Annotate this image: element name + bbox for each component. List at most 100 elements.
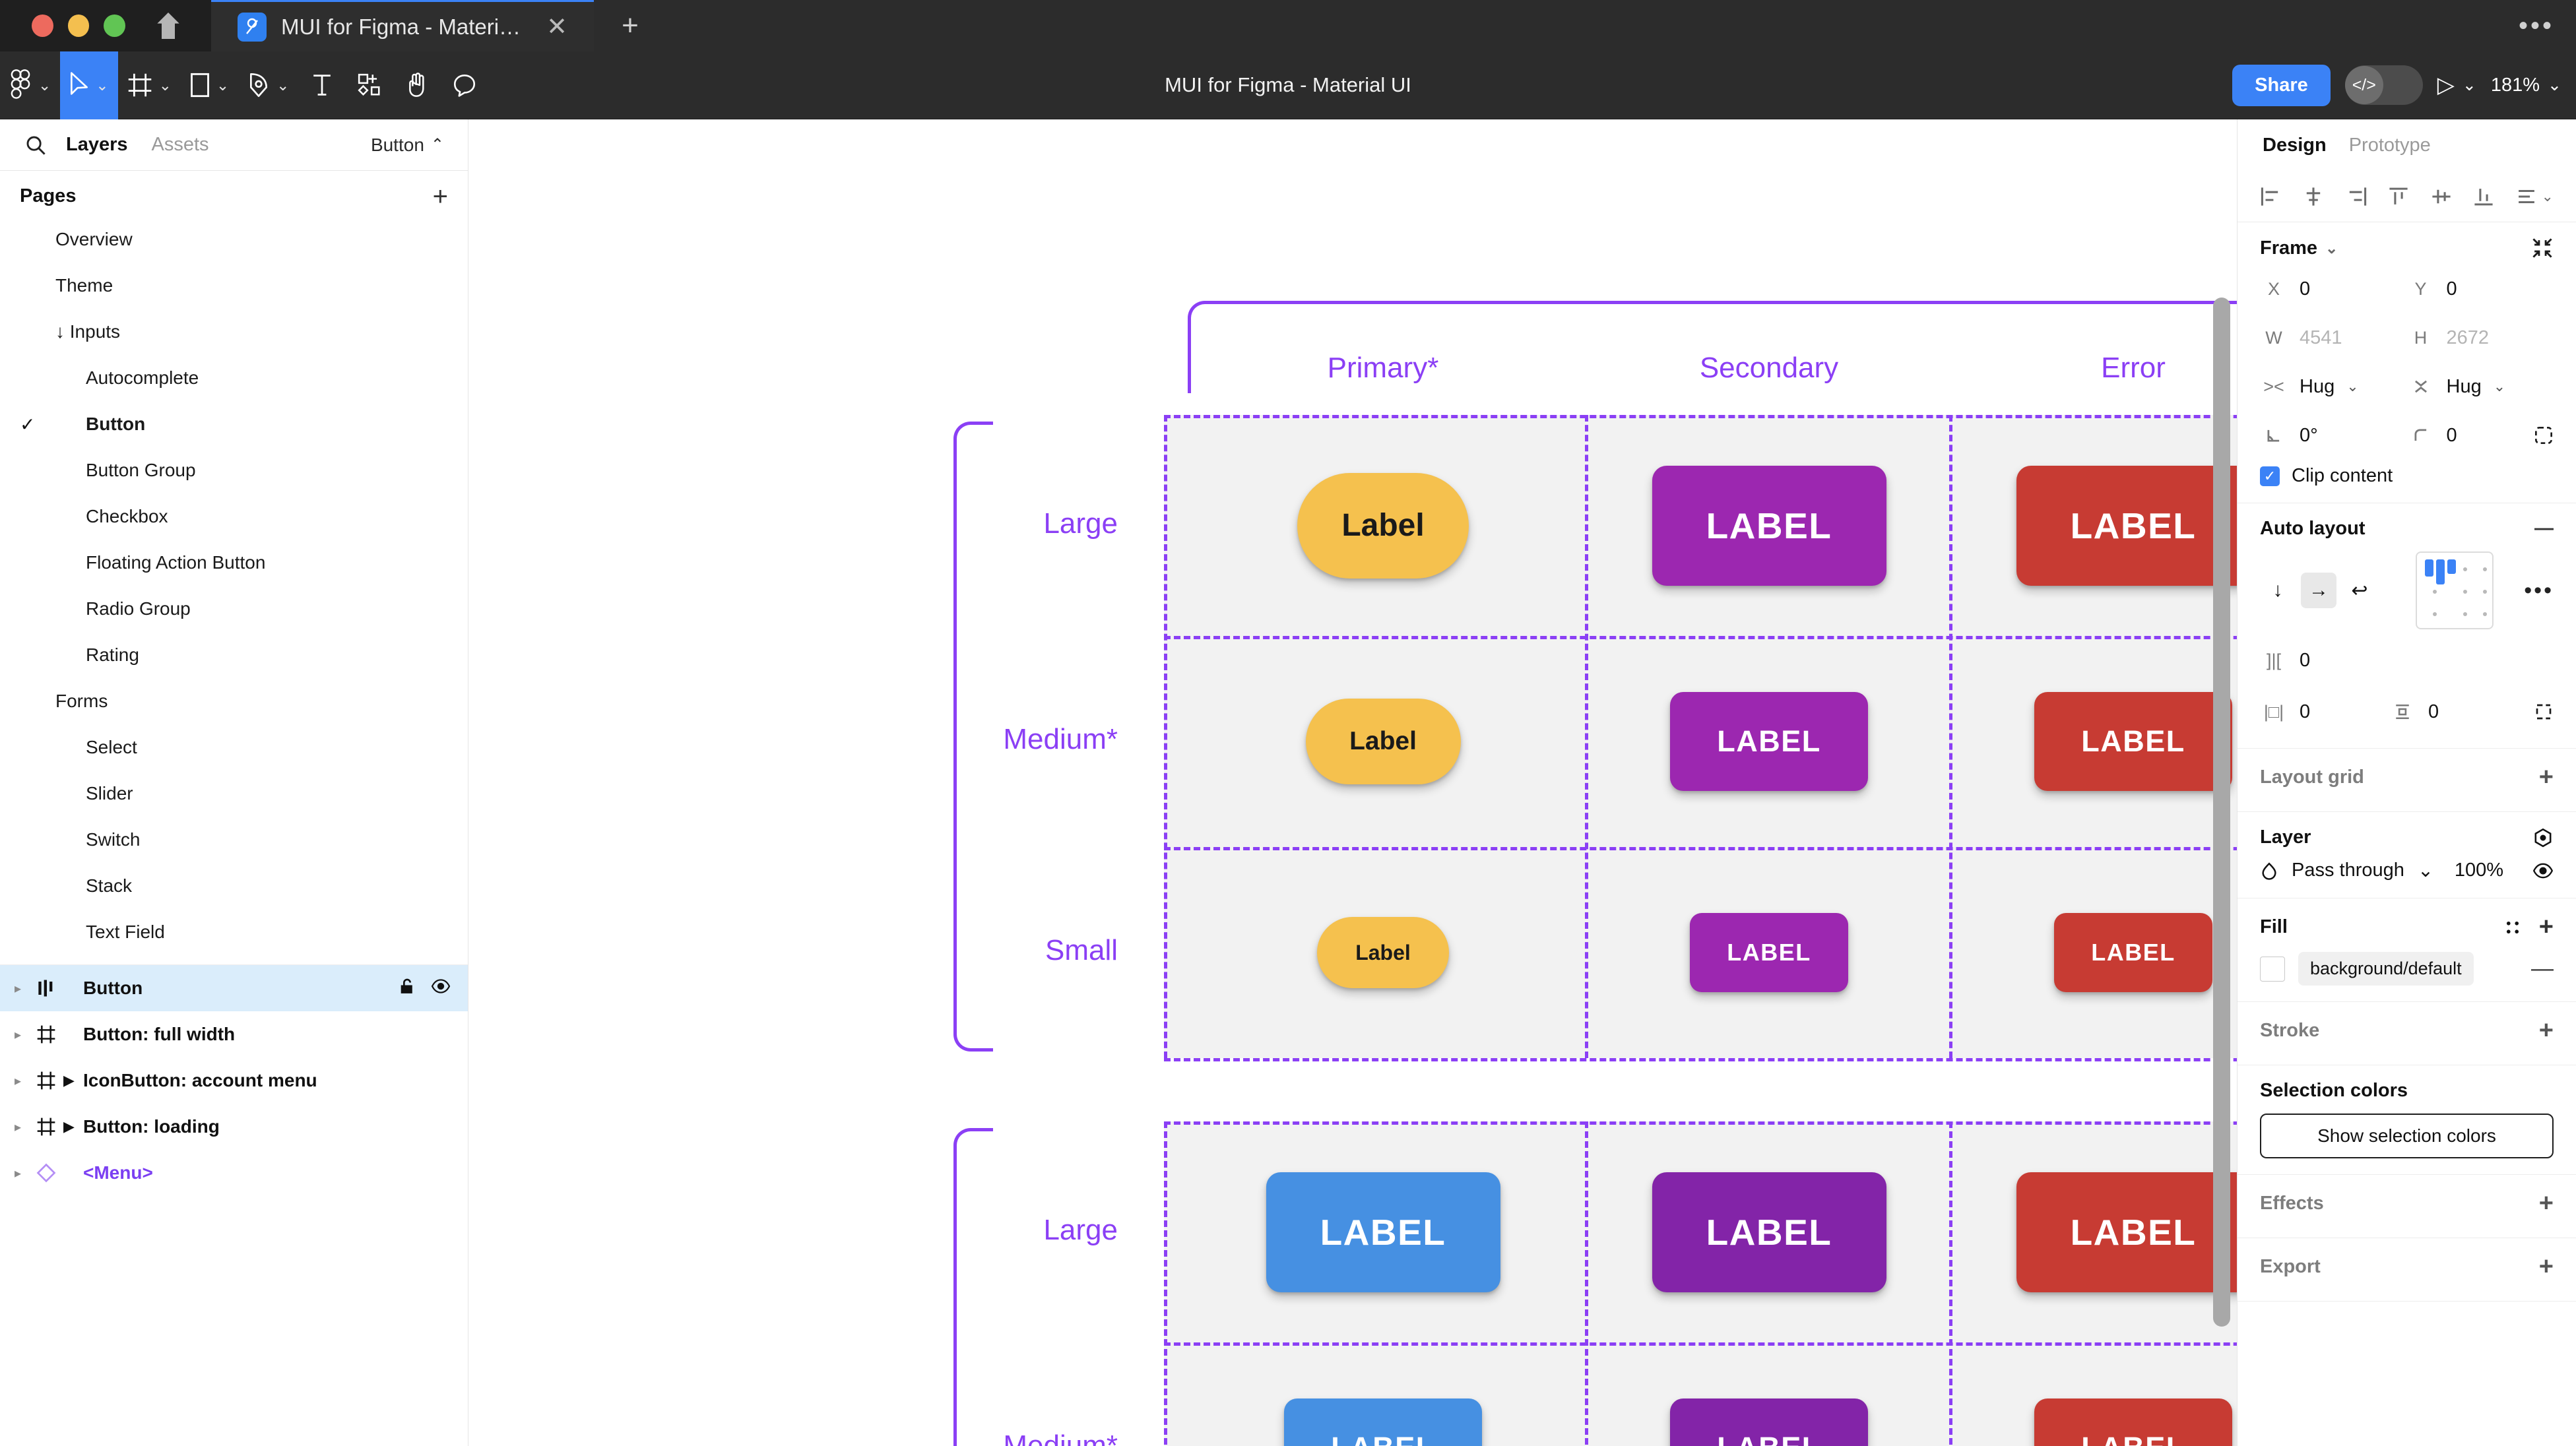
vertical-padding-field[interactable]: 0 <box>2389 691 2501 732</box>
page-item-radio-group[interactable]: Radio Group <box>0 586 468 632</box>
independent-corners-icon[interactable] <box>2534 425 2554 445</box>
material-button[interactable]: LABEL <box>2016 1172 2237 1292</box>
layer-row[interactable]: ▸Button: full width <box>0 1011 468 1057</box>
present-button-group[interactable]: ▷ ⌄ <box>2437 72 2476 98</box>
add-fill-button[interactable]: + <box>2538 913 2554 941</box>
text-tool-icon[interactable] <box>298 51 346 119</box>
page-item-theme[interactable]: Theme <box>0 263 468 309</box>
comment-tool-icon[interactable] <box>441 51 488 119</box>
page-item-text-field[interactable]: Text Field <box>0 909 468 955</box>
share-button[interactable]: Share <box>2232 64 2331 106</box>
horizontal-padding-field[interactable]: |□| 0 <box>2260 691 2389 732</box>
x-field[interactable]: X 0 <box>2260 268 2407 309</box>
material-button[interactable]: LABEL <box>2054 913 2212 992</box>
page-item-button-group[interactable]: Button Group <box>0 447 468 493</box>
add-effect-button[interactable]: + <box>2538 1189 2554 1217</box>
figma-menu-icon[interactable]: ⌄ <box>0 51 60 119</box>
expand-caret-icon[interactable]: ▸ <box>14 981 22 996</box>
page-item-autocomplete[interactable]: Autocomplete <box>0 355 468 401</box>
y-field[interactable]: Y 0 <box>2407 268 2554 309</box>
layer-opacity-value[interactable]: 100% <box>2454 860 2503 881</box>
maximize-window-button[interactable] <box>104 15 126 37</box>
eye-icon[interactable] <box>431 976 451 1001</box>
direction-horizontal-button[interactable]: → <box>2301 573 2336 608</box>
new-tab-button[interactable]: + <box>622 9 639 42</box>
width-field[interactable]: W 4541 <box>2260 317 2407 358</box>
move-tool-icon[interactable]: ⌄ <box>60 51 118 119</box>
design-canvas[interactable]: ContainedPrimary*SecondaryErrorWarningLa… <box>468 119 2237 1446</box>
height-field[interactable]: H 2672 <box>2407 317 2554 358</box>
auto-layout-more-button[interactable]: ••• <box>2524 577 2554 603</box>
page-item-checkbox[interactable]: Checkbox <box>0 493 468 540</box>
material-button[interactable]: LABEL <box>1690 913 1848 992</box>
add-stroke-button[interactable]: + <box>2538 1017 2554 1044</box>
page-item-inputs[interactable]: ↓ Inputs <box>0 309 468 355</box>
layer-row[interactable]: ▸▶IconButton: account menu <box>0 1057 468 1104</box>
align-vertical-center-icon[interactable] <box>2430 185 2453 208</box>
align-top-icon[interactable] <box>2387 185 2410 208</box>
home-button[interactable] <box>125 0 211 51</box>
fill-color-swatch[interactable] <box>2260 956 2285 982</box>
align-right-icon[interactable] <box>2345 185 2367 208</box>
blend-mode-row[interactable]: Pass through ⌄ 100% <box>2260 859 2554 882</box>
search-icon[interactable] <box>17 135 54 156</box>
remove-auto-layout-button[interactable]: — <box>2534 518 2554 539</box>
window-menu-button[interactable]: ••• <box>2518 11 2554 40</box>
close-window-button[interactable] <box>32 15 53 37</box>
rotation-field[interactable]: 0° <box>2260 415 2407 456</box>
material-button[interactable]: LABEL <box>2016 465 2237 586</box>
page-item-floating-action-button[interactable]: Floating Action Button <box>0 540 468 586</box>
resize-height-field[interactable]: Hug ⌄ <box>2407 366 2554 407</box>
direction-wrap-button[interactable]: ↩ <box>2351 579 2368 602</box>
unlock-icon[interactable] <box>398 977 416 1000</box>
close-tab-button[interactable]: ✕ <box>546 13 567 41</box>
align-horizontal-center-icon[interactable] <box>2302 185 2325 208</box>
page-item-rating[interactable]: Rating <box>0 632 468 678</box>
minimize-window-button[interactable] <box>67 15 90 37</box>
material-button[interactable]: LABEL <box>1266 1172 1500 1292</box>
align-left-icon[interactable] <box>2260 185 2282 208</box>
resize-width-field[interactable]: >< Hug ⌄ <box>2260 366 2407 407</box>
fill-style-token[interactable]: background/default <box>2298 952 2474 986</box>
hand-tool-icon[interactable] <box>393 51 441 119</box>
add-layout-grid-button[interactable]: + <box>2538 763 2554 791</box>
remove-fill-button[interactable]: — <box>2531 956 2554 981</box>
expand-caret-icon[interactable]: ▸ <box>14 1166 22 1181</box>
expand-caret-icon[interactable]: ▸ <box>14 1027 22 1042</box>
page-selector[interactable]: Button ⌃ <box>371 135 451 156</box>
layer-row[interactable]: ▸Button <box>0 965 468 1011</box>
corner-radius-field[interactable]: 0 <box>2407 415 2554 456</box>
material-button[interactable]: Label <box>1305 699 1461 784</box>
clip-content-row[interactable]: ✓ Clip content <box>2260 465 2554 487</box>
page-item-forms[interactable]: Forms <box>0 678 468 724</box>
tab-prototype[interactable]: Prototype <box>2348 134 2431 156</box>
dev-mode-toggle[interactable]: </> <box>2344 65 2423 105</box>
clip-content-checkbox[interactable]: ✓ <box>2260 466 2280 486</box>
material-button[interactable]: LABEL <box>1670 1399 1868 1446</box>
gap-field[interactable]: ]|[ 0 <box>2260 640 2392 681</box>
individual-padding-icon[interactable] <box>2534 702 2554 722</box>
material-button[interactable]: LABEL <box>1652 465 1886 586</box>
show-selection-colors-button[interactable]: Show selection colors <box>2260 1114 2554 1158</box>
add-export-button[interactable]: + <box>2538 1253 2554 1280</box>
expand-caret-icon[interactable]: ▸ <box>14 1119 22 1135</box>
align-bottom-icon[interactable] <box>2472 185 2495 208</box>
frame-tool-icon[interactable]: ⌄ <box>118 51 181 119</box>
expand-caret-icon[interactable]: ▸ <box>14 1073 22 1088</box>
material-button[interactable]: LABEL <box>2034 692 2232 791</box>
material-button[interactable]: Label <box>1317 917 1449 988</box>
layer-blend-icon[interactable] <box>2532 827 2554 848</box>
page-item-stack[interactable]: Stack <box>0 863 468 909</box>
layer-row[interactable]: ▸▶Button: loading <box>0 1104 468 1150</box>
material-button[interactable]: LABEL <box>2034 1399 2232 1446</box>
layer-row[interactable]: ▸<Menu> <box>0 1150 468 1196</box>
tab-design[interactable]: Design <box>2263 134 2327 156</box>
tab-assets[interactable]: Assets <box>151 134 209 155</box>
eye-icon[interactable] <box>2532 860 2554 881</box>
page-item-select[interactable]: Select <box>0 724 468 770</box>
page-item-slider[interactable]: Slider <box>0 770 468 817</box>
material-button[interactable]: LABEL <box>1652 1172 1886 1292</box>
direction-vertical-button[interactable]: ↓ <box>2272 579 2283 601</box>
material-button[interactable]: LABEL <box>1284 1399 1482 1446</box>
collapse-icon[interactable] <box>2531 237 2554 259</box>
